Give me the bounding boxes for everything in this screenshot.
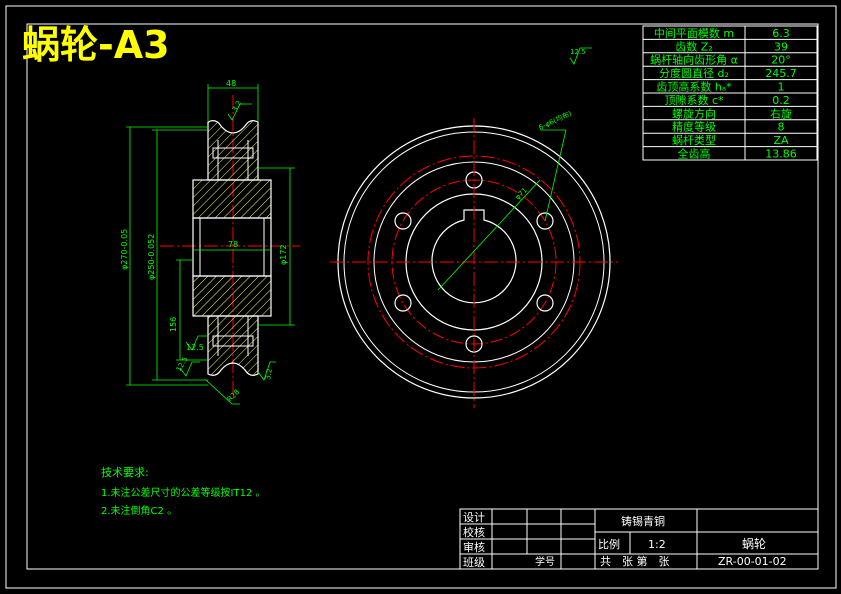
- param-value: 右旋: [770, 106, 792, 120]
- dim-ra-left: 12.5: [186, 343, 204, 352]
- tb-label-check: 校核: [463, 525, 485, 539]
- param-value: 8: [778, 121, 785, 134]
- notes-item-2: 2.未注倒角C2 。: [101, 504, 177, 517]
- param-value: 245.7: [765, 67, 797, 80]
- tb-label-design: 设计: [463, 511, 485, 524]
- param-label: 齿顶高系数 hₐ*: [656, 80, 732, 94]
- front-view: 6-φ6(均布) φ71 12.5: [330, 48, 618, 408]
- param-label: 精度等级: [672, 120, 716, 134]
- param-value: ZA: [773, 134, 789, 147]
- upper-hub-section: [192, 179, 272, 219]
- param-label: 中间平面模数 m: [654, 27, 734, 40]
- dim-bore-dia: φ172: [279, 244, 288, 265]
- drawing-title: 蜗轮-A3: [22, 23, 170, 67]
- param-value: 0.2: [772, 94, 790, 107]
- dim-holes: 6-φ6(均布): [537, 109, 573, 132]
- param-label: 顶隙系数 c*: [664, 93, 724, 107]
- tb-material: 铸锡青铜: [621, 514, 665, 528]
- sheet-inner-border: [26, 23, 819, 570]
- dim-ra-corner: 12.5: [570, 48, 586, 56]
- param-label: 蜗杆轴向齿形角 α: [650, 53, 738, 67]
- param-value: 13.86: [765, 148, 797, 161]
- sheet-outer-border: [5, 5, 837, 589]
- title-block: [459, 508, 819, 570]
- bore-keyway: [431, 209, 517, 304]
- tb-scale-value: 1:2: [648, 538, 666, 551]
- parameter-table: 中间平面模数 m 6.3 齿数 Z₂ 39 蜗杆轴向齿形角 α 20° 分度圆直径 d₂ 24…: [642, 25, 818, 161]
- tb-label-review: 审核: [463, 540, 485, 554]
- bolt-bottom: [212, 335, 254, 347]
- dim-ref-dia: φ250-0.052: [147, 234, 156, 280]
- notes-heading: 技术要求:: [101, 466, 149, 479]
- bolt-hole-6: [394, 212, 412, 230]
- param-label: 齿数 Z₂: [675, 40, 712, 53]
- bolt-hole-2: [536, 212, 554, 230]
- bolt-hole-3: [536, 294, 554, 312]
- bolt-top: [212, 147, 254, 159]
- param-label: 螺旋方向: [672, 106, 716, 120]
- dim-ra-bot-right: 3.2: [264, 368, 274, 380]
- param-value: 20°: [771, 54, 791, 67]
- param-label: 全齿高: [678, 147, 711, 161]
- dim-height-156: 156: [169, 317, 178, 332]
- param-value: 39: [774, 40, 788, 53]
- tb-xuehao: 学号: [535, 555, 555, 568]
- tb-sheets: 共 张 第 张: [600, 554, 670, 568]
- dim-ra-bot-left: 12.5: [175, 355, 190, 373]
- top-rim-section: [207, 120, 259, 181]
- param-value: 6.3: [772, 27, 790, 40]
- bolt-hole-5: [394, 294, 412, 312]
- tb-drawing-no: ZR-00-01-02: [718, 555, 787, 568]
- dim-hub-width: 78: [228, 240, 238, 249]
- section-view: 48 3.2 78 φ172 φ270-0.05 φ250-0.052 156 …: [120, 47, 592, 405]
- dim-width-top: 48: [226, 79, 236, 88]
- tb-part-name: 蜗轮: [742, 536, 766, 551]
- dim-chamfer: R28: [226, 388, 241, 403]
- notes-item-1: 1.未注公差尺寸的公差等级按IT12 。: [101, 486, 266, 499]
- bore-outline: [192, 217, 272, 277]
- param-label: 分度圆直径 d₂: [659, 66, 729, 80]
- param-value: 1: [778, 81, 785, 94]
- lower-hub-section: [192, 275, 272, 317]
- tb-scale-label: 比例: [598, 537, 620, 551]
- tb-label-class: 班级: [463, 556, 485, 569]
- dim-outer-dia: φ270-0.05: [120, 229, 129, 270]
- param-label: 蜗杆类型: [672, 133, 716, 147]
